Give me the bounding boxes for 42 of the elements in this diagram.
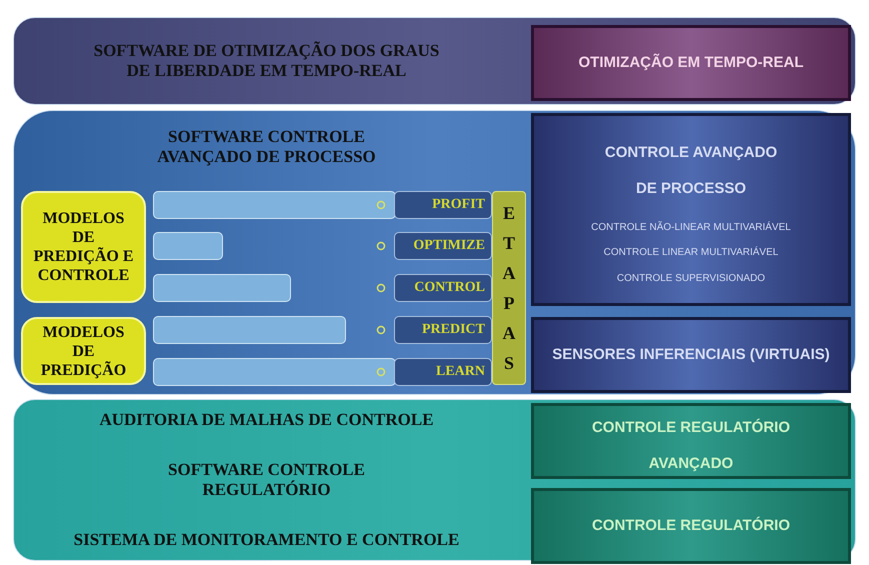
model-box: [21, 317, 146, 385]
model-label: MODELOS DE PREDIÇÃO E CONTROLE: [32, 209, 134, 285]
function-box: [531, 317, 851, 393]
layer-band: [13, 110, 856, 395]
stage-name: PREDICT: [422, 322, 485, 338]
vertical-word: ETAPAS: [502, 202, 516, 375]
stage-label: [394, 358, 492, 386]
box-title: CONTROLE AVANÇADO DE PROCESSO: [604, 142, 778, 199]
stage-name: OPTIMIZE: [413, 238, 485, 254]
function-box: [531, 403, 851, 479]
progress-bar: [153, 316, 346, 344]
stage-column: [492, 191, 526, 385]
function-box: [531, 25, 851, 101]
heading: SISTEMA DE MONITORAMENTO E CONTROLE: [74, 530, 460, 550]
stage-name: CONTROL: [414, 280, 485, 296]
stage-label: [394, 232, 492, 260]
stage-name: PROFIT: [432, 197, 485, 213]
stage-label: [394, 316, 492, 344]
model-box: [21, 191, 146, 303]
stage-label: [394, 191, 492, 219]
heading: AUDITORIA DE MALHAS DE CONTROLE: [99, 410, 434, 430]
box-title: SENSORES INFERENCIAIS (VIRTUAIS): [552, 345, 830, 365]
progress-bar: [153, 274, 291, 302]
stage-label: [394, 274, 492, 302]
progress-bar: [153, 191, 396, 219]
heading: SOFTWARE CONTROLE REGULATÓRIO: [167, 460, 366, 500]
box-title: CONTROLE REGULATÓRIO AVANÇADO: [590, 418, 792, 474]
box-title: CONTROLE REGULATÓRIO: [592, 516, 790, 536]
progress-bar: [153, 232, 223, 260]
box-text: CONTROLE LINEAR MULTIVARIÁVEL: [604, 247, 778, 258]
box-title: OTIMIZAÇÃO EM TEMPO-REAL: [578, 52, 804, 73]
box-text: CONTROLE SUPERVISIONADO: [616, 273, 766, 284]
function-box: [531, 488, 851, 564]
heading: SOFTWARE DE OTIMIZAÇÃO DOS GRAUS DE LIBERDADE EM TEMPO-REAL: [92, 41, 440, 81]
box-text: CONTROLE NÃO-LINEAR MULTIVARIÁVEL: [591, 222, 791, 233]
layer-band: [13, 399, 856, 561]
model-label: MODELOS DE PREDIÇÃO: [40, 322, 128, 380]
layer-band: [13, 17, 856, 105]
function-box: [531, 113, 851, 306]
progress-bar: [153, 358, 396, 386]
stage-name: LEARN: [436, 364, 485, 380]
heading: SOFTWARE CONTROLE AVANÇADO DE PROCESSO: [156, 127, 377, 167]
